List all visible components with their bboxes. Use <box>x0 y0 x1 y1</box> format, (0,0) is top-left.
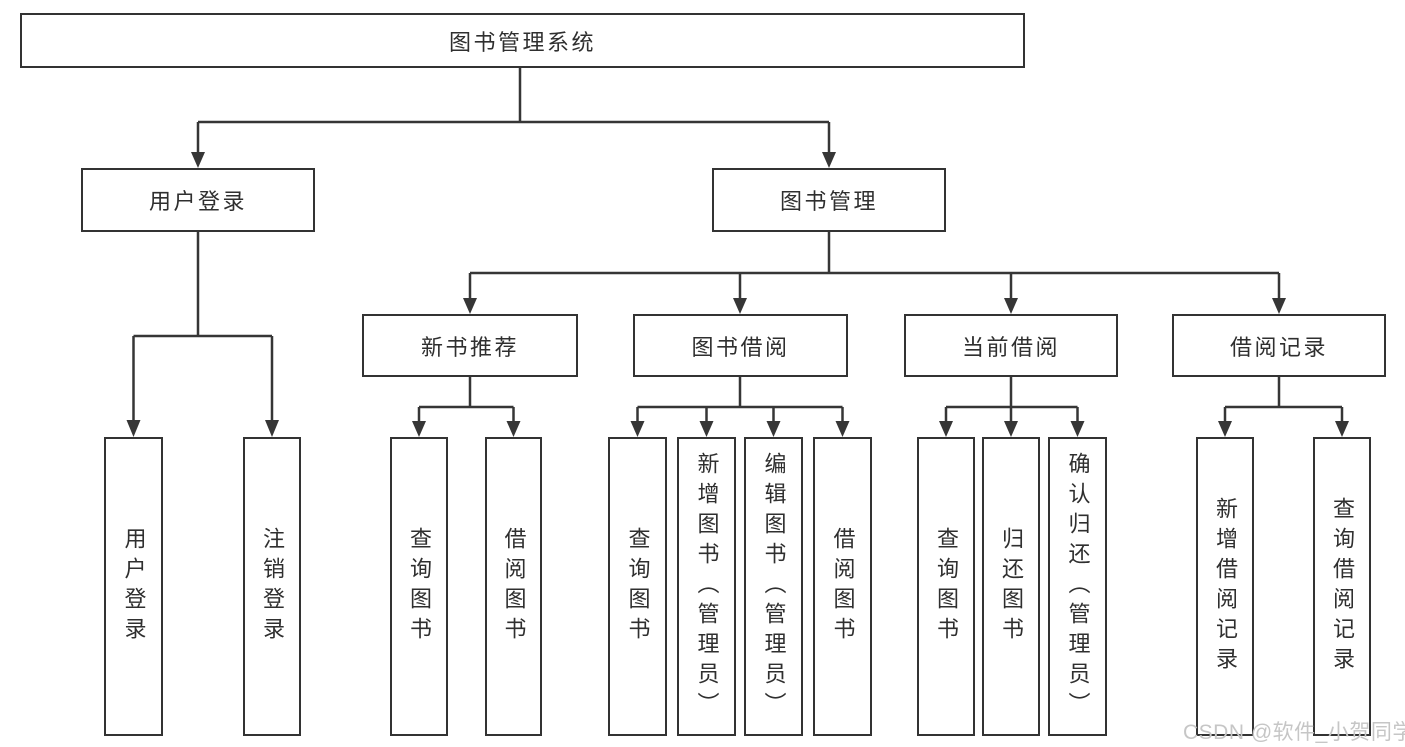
node-current-borrow: 当前借阅 <box>904 314 1118 377</box>
node-label: 当前借阅 <box>961 334 1060 360</box>
node-label: 图书借阅 <box>691 334 790 360</box>
node-label: 新书推荐 <box>420 334 519 360</box>
leaf-current-confirm-return-admin: 确认归还（管理员） <box>1048 437 1107 736</box>
leaf-records-add-record: 新增借阅记录 <box>1196 437 1254 736</box>
csdn-watermark: CSDN @软件_小贺同学 <box>1183 721 1405 744</box>
connector-borrow-records-children <box>1218 377 1349 437</box>
leaf-newbook-query-books: 查询图书 <box>390 437 448 736</box>
connector-current-borrow-children <box>939 377 1085 437</box>
leaf-records-query-record: 查询借阅记录 <box>1313 437 1371 736</box>
node-label: 确认归还（管理员） <box>1065 451 1091 722</box>
node-label: 查询图书 <box>625 526 651 647</box>
node-label: 借阅图书 <box>830 526 856 647</box>
node-label: 图书管理 <box>779 189 878 214</box>
node-label: 新增图书（管理员） <box>694 451 720 722</box>
node-book-borrow: 图书借阅 <box>633 314 848 377</box>
leaf-borrow-query-books: 查询图书 <box>608 437 667 736</box>
connector-root-to-level1 <box>191 68 836 168</box>
leaf-newbook-borrow-books: 借阅图书 <box>485 437 542 736</box>
connector-book-management-children <box>463 232 1286 314</box>
node-label: 借阅图书 <box>501 526 527 647</box>
leaf-user-login: 用户登录 <box>104 437 163 736</box>
connector-user-login-children <box>126 232 279 437</box>
connector-book-borrow-children <box>630 377 850 437</box>
node-label: 用户登录 <box>121 526 147 647</box>
leaf-current-query-books: 查询图书 <box>917 437 975 736</box>
connector-new-book-children <box>412 377 521 437</box>
node-label: 查询图书 <box>934 526 959 647</box>
leaf-logout: 注销登录 <box>243 437 301 736</box>
node-label: 用户登录 <box>148 189 247 214</box>
node-label: 图书管理系统 <box>448 29 596 55</box>
leaf-current-return-books: 归还图书 <box>982 437 1040 736</box>
node-label: 借阅记录 <box>1229 334 1328 360</box>
node-label: 注销登录 <box>260 526 285 647</box>
node-library-system-root: 图书管理系统 <box>20 13 1025 68</box>
node-label: 新增借阅记录 <box>1213 496 1238 677</box>
node-user-login: 用户登录 <box>81 168 315 232</box>
node-book-management: 图书管理 <box>712 168 946 232</box>
node-borrow-records: 借阅记录 <box>1172 314 1386 377</box>
node-new-book-recommend: 新书推荐 <box>362 314 578 377</box>
leaf-borrow-add-books-admin: 新增图书（管理员） <box>677 437 736 736</box>
node-label: 归还图书 <box>999 526 1024 647</box>
node-label: 查询图书 <box>407 526 432 647</box>
leaf-borrow-borrow-books: 借阅图书 <box>813 437 872 736</box>
leaf-borrow-edit-books-admin: 编辑图书（管理员） <box>744 437 803 736</box>
node-label: 编辑图书（管理员） <box>761 451 787 722</box>
node-label: 查询借阅记录 <box>1330 496 1355 677</box>
